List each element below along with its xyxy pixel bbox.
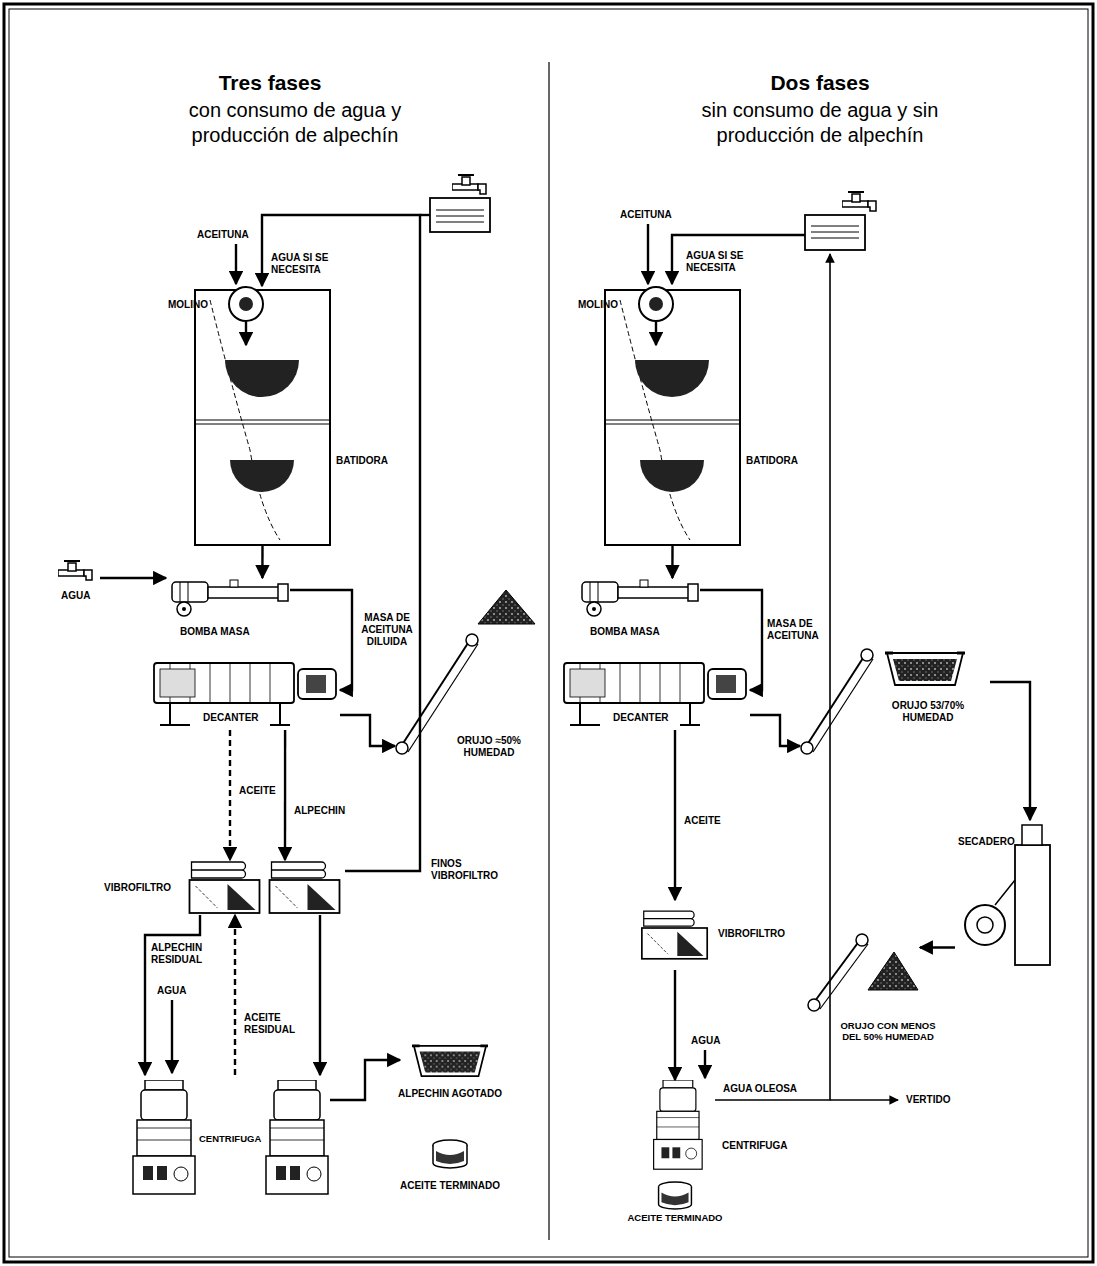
equipment-label: VIBROFILTRO — [718, 928, 785, 940]
equipment-label: DECANTER — [613, 712, 669, 724]
flow-connector — [750, 715, 800, 746]
process-panel: Tres fases con consumo de agua y producci… — [10, 10, 548, 1256]
equipment-unit: ORUJO ≈50% HUMEDAD — [395, 580, 535, 780]
flow-connector — [655, 322, 657, 345]
equipment-unit: ACEITE TERMINADO — [652, 1180, 698, 1210]
right-equipment — [564, 192, 1050, 1209]
equipment-label: ORUJO ≈50% HUMEDAD — [448, 735, 530, 759]
flow-label: AGUA — [60, 590, 91, 602]
flow-label: AGUA OLEOSA — [722, 1083, 798, 1095]
panel-subtitle: sin consumo de agua y sin producción de … — [685, 98, 955, 148]
flow-connector — [674, 730, 676, 900]
flow-label: MASA DE ACEITUNA DILUIDA — [356, 612, 418, 648]
flow-label: ACEITE — [683, 815, 722, 827]
flow-label: ALPECHIN — [293, 805, 346, 817]
equipment-label: MOLINO — [578, 299, 618, 311]
equipment-unit: MOLINO — [636, 286, 676, 322]
flow-connector — [245, 322, 247, 345]
equipment-unit: MOLINO — [226, 286, 266, 322]
flow-connector — [700, 590, 762, 690]
equipment-unit: VIBROFILTRO — [640, 900, 710, 970]
equipment-unit: VIBROFILTRO — [185, 860, 345, 915]
flow-connector — [234, 915, 236, 1075]
left-equipment — [58, 175, 535, 1194]
flow-connector — [920, 946, 955, 948]
equipment-label: BATIDORA — [746, 455, 798, 467]
flow-connector — [674, 970, 676, 1080]
equipment-unit: SECADERO — [955, 820, 1055, 970]
equipment-unit: BOMBA MASA — [580, 578, 700, 618]
flow-connector — [290, 590, 352, 690]
flow-connector — [229, 730, 231, 860]
equipment-label: DECANTER — [203, 712, 259, 724]
equipment-unit: BOMBA MASA — [170, 578, 290, 618]
equipment-label: SECADERO — [958, 836, 1015, 848]
equipment-unit: ORUJO CON MENOS DEL 50% HUMEDAD — [800, 930, 920, 1060]
flow-connector — [261, 545, 264, 578]
equipment-unit: BATIDORA — [195, 345, 330, 545]
equipment-label: ALPECHIN AGOTADO — [395, 1088, 505, 1100]
flow-connector — [671, 545, 673, 578]
equipment-label: CENTRIFUGA — [199, 1133, 261, 1144]
flow-connector — [262, 215, 420, 871]
flow-label: AGUA SI SE NECESITA — [685, 250, 759, 274]
flow-connector — [319, 915, 321, 1075]
equipment-label: ACEITE TERMINADO — [400, 1180, 500, 1192]
flow-label: VERTIDO — [905, 1094, 951, 1106]
flow-label: ALPECHIN RESIDUAL — [150, 942, 212, 966]
flow-label: AGUA SI SE NECESITA — [270, 252, 344, 276]
equipment-label: ORUJO CON MENOS DEL 50% HUMEDAD — [836, 1020, 940, 1043]
page-frame — [4, 4, 1093, 1262]
panel-subtitle: con consumo de agua y producción de alpe… — [175, 98, 415, 148]
flow-label: ACEITUNA — [196, 229, 250, 241]
flow-connector — [284, 730, 287, 860]
equipment-unit: ORUJO 53/70% HUMEDAD — [800, 640, 990, 780]
panel-heading: Dos fases — [595, 70, 1045, 95]
equipment-label: ACEITE TERMINADO — [625, 1212, 725, 1223]
feed-arrows — [100, 215, 898, 1100]
flow-connector — [340, 715, 395, 746]
flow-label: ACEITUNA — [619, 209, 673, 221]
equipment-label: ORUJO 53/70% HUMEDAD — [878, 700, 978, 724]
equipment-unit: ALPECHIN AGOTADO — [400, 1040, 500, 1080]
equipment-label: CENTRIFUGA — [722, 1140, 788, 1152]
equipment-unit: DECANTER — [150, 655, 340, 730]
flow-label: AGUA — [156, 985, 187, 997]
flow-label: MASA DE ACEITUNA — [766, 618, 828, 642]
equipment-label: BOMBA MASA — [180, 626, 250, 638]
equipment-unit: CENTRIFUGA — [130, 1075, 330, 1200]
flow-connector — [990, 682, 1030, 820]
flow-connector — [330, 1060, 400, 1100]
flow-label: ACEITE — [238, 785, 277, 797]
equipment-unit: BATIDORA — [605, 345, 740, 545]
flow-label: AGUA — [690, 1035, 721, 1047]
flow-label: FINOS VIBROFILTRO — [430, 858, 510, 882]
equipment-label: BATIDORA — [336, 455, 388, 467]
flow-connector — [145, 915, 200, 1075]
equipment-label: MOLINO — [168, 299, 208, 311]
equipment-unit: ACEITE TERMINADO — [420, 1135, 480, 1175]
flow-label: ACEITE RESIDUAL — [243, 1012, 305, 1036]
panel-heading: Tres fases — [45, 70, 495, 95]
equipment-unit: DECANTER — [560, 655, 750, 730]
equipment-label: VIBROFILTRO — [104, 882, 171, 894]
equipment-label: BOMBA MASA — [590, 626, 660, 638]
equipment-unit: CENTRIFUGA — [640, 1080, 715, 1170]
